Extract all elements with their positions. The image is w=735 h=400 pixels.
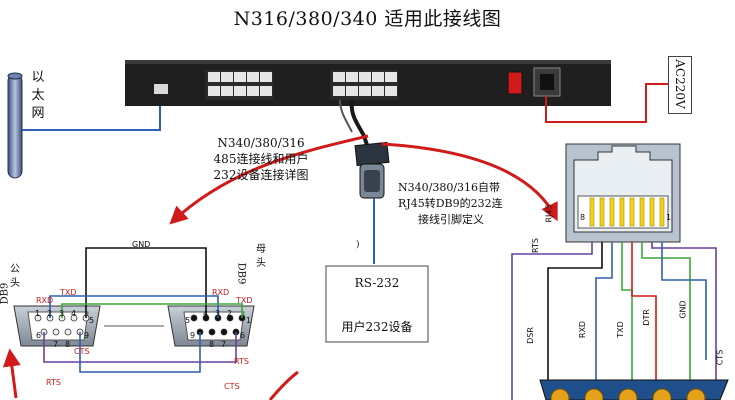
rs232-device-box bbox=[325, 265, 429, 343]
rj45-note-line-2: RJ45转DB9的232连 bbox=[398, 197, 503, 210]
female-pin-9: 9 bbox=[190, 331, 196, 340]
female-pin-7: 7 bbox=[221, 340, 227, 349]
label-rxd-male: RXD bbox=[36, 296, 54, 305]
label-rts-male: RTS bbox=[46, 378, 61, 387]
db9-bottom-pins bbox=[550, 388, 706, 400]
label-cts-rj45: CTS bbox=[715, 349, 725, 366]
ethernet-wall-port bbox=[7, 72, 23, 179]
male-pin-1: 1 bbox=[35, 309, 41, 318]
label-dsr-rj45: DSR bbox=[525, 327, 535, 344]
female-pin-2: 2 bbox=[227, 309, 233, 318]
rj45-db9-wires bbox=[511, 242, 717, 400]
callout-arrow-left bbox=[169, 134, 369, 225]
female-pin-4: 4 bbox=[203, 309, 209, 318]
male-pin-4: 4 bbox=[71, 309, 77, 318]
label-txd-rj45: TXD bbox=[615, 321, 625, 338]
label-rxd-female: RXD bbox=[212, 288, 230, 297]
db9-female-connector bbox=[167, 305, 255, 347]
device-box-line-2: 用户232设备 bbox=[341, 320, 413, 334]
male-pin-2: 2 bbox=[47, 309, 53, 318]
db9-adapter bbox=[354, 141, 390, 199]
callout-arrow-right bbox=[381, 142, 558, 222]
serial-server-device bbox=[125, 60, 611, 106]
female-pin-8: 8 bbox=[209, 340, 215, 349]
ethernet-cable bbox=[22, 96, 161, 131]
db9-female-label: DB9 bbox=[235, 262, 247, 285]
male-pin-6: 6 bbox=[36, 331, 42, 340]
rj45-pin-1: 1 bbox=[666, 213, 672, 222]
cable-note-line-3: 232设备连接详图 bbox=[213, 168, 309, 182]
label-rts-female: RTS bbox=[234, 357, 249, 366]
rj45-port-bank-right bbox=[330, 70, 398, 100]
label-rxd-rj45: RXD bbox=[578, 320, 588, 339]
callout-arrow-bottom-left bbox=[2, 348, 21, 399]
label-rts-rj45: RTS bbox=[530, 238, 540, 253]
label-dtr-rj45: DTR bbox=[641, 309, 651, 326]
female-pin-3: 3 bbox=[215, 309, 221, 318]
wall-label-2: 太 bbox=[31, 88, 45, 103]
female-pin-1: 1 bbox=[246, 316, 252, 325]
label-cts-female: CTS bbox=[224, 382, 240, 391]
device-box-line-1: RS-232 bbox=[354, 276, 400, 290]
male-pin-3: 3 bbox=[59, 309, 65, 318]
db9-male-char-1: 公 bbox=[10, 264, 20, 275]
label-rj45: RJ45 bbox=[544, 204, 554, 223]
female-pin-6: 6 bbox=[240, 331, 246, 340]
label-txd-female: TXD bbox=[236, 296, 253, 305]
label-cts-male: CTS bbox=[74, 347, 90, 356]
crossover-wires bbox=[43, 247, 243, 373]
wall-label-3: 网 bbox=[31, 106, 45, 121]
bracket-mark: ) bbox=[356, 240, 360, 250]
male-pin-8: 8 bbox=[65, 340, 71, 349]
male-pin-5: 5 bbox=[89, 316, 95, 325]
cable-note-line-2: 485连接线和用户 bbox=[213, 152, 309, 166]
rj45-pinout-diagram bbox=[565, 143, 681, 243]
db9-female-char-2: 头 bbox=[256, 258, 266, 269]
power-label-box: AC220V bbox=[668, 56, 692, 114]
db9-male-connector bbox=[13, 305, 101, 347]
cable-note-line-1: N340/380/316 bbox=[217, 136, 305, 150]
power-switch bbox=[507, 71, 523, 95]
power-label: AC220V bbox=[673, 59, 687, 109]
power-cable bbox=[545, 83, 668, 123]
label-gnd: GND bbox=[132, 240, 151, 249]
rj45-port-bank-left bbox=[205, 70, 273, 100]
male-pin-7: 7 bbox=[53, 340, 59, 349]
rj45-pin-8: 8 bbox=[580, 213, 586, 222]
db9-female-char-1: 母 bbox=[256, 244, 266, 255]
page-title: N316/380/340 适用此接线图 bbox=[233, 8, 502, 30]
rj45-note-line-3: 接线引脚定义 bbox=[418, 213, 484, 226]
db9-male-char-2: 头 bbox=[10, 278, 20, 289]
rj45-note-line-1: N340/380/316自带 bbox=[398, 181, 501, 194]
label-txd-male: TXD bbox=[60, 288, 77, 297]
wall-label-1: 以 bbox=[31, 70, 45, 85]
female-pin-5: 5 bbox=[185, 316, 191, 325]
callout-arrow-bottom-mid bbox=[268, 370, 299, 400]
male-pin-9: 9 bbox=[84, 331, 90, 340]
lan-port bbox=[154, 84, 168, 94]
label-gnd-rj45: GND bbox=[678, 300, 688, 319]
